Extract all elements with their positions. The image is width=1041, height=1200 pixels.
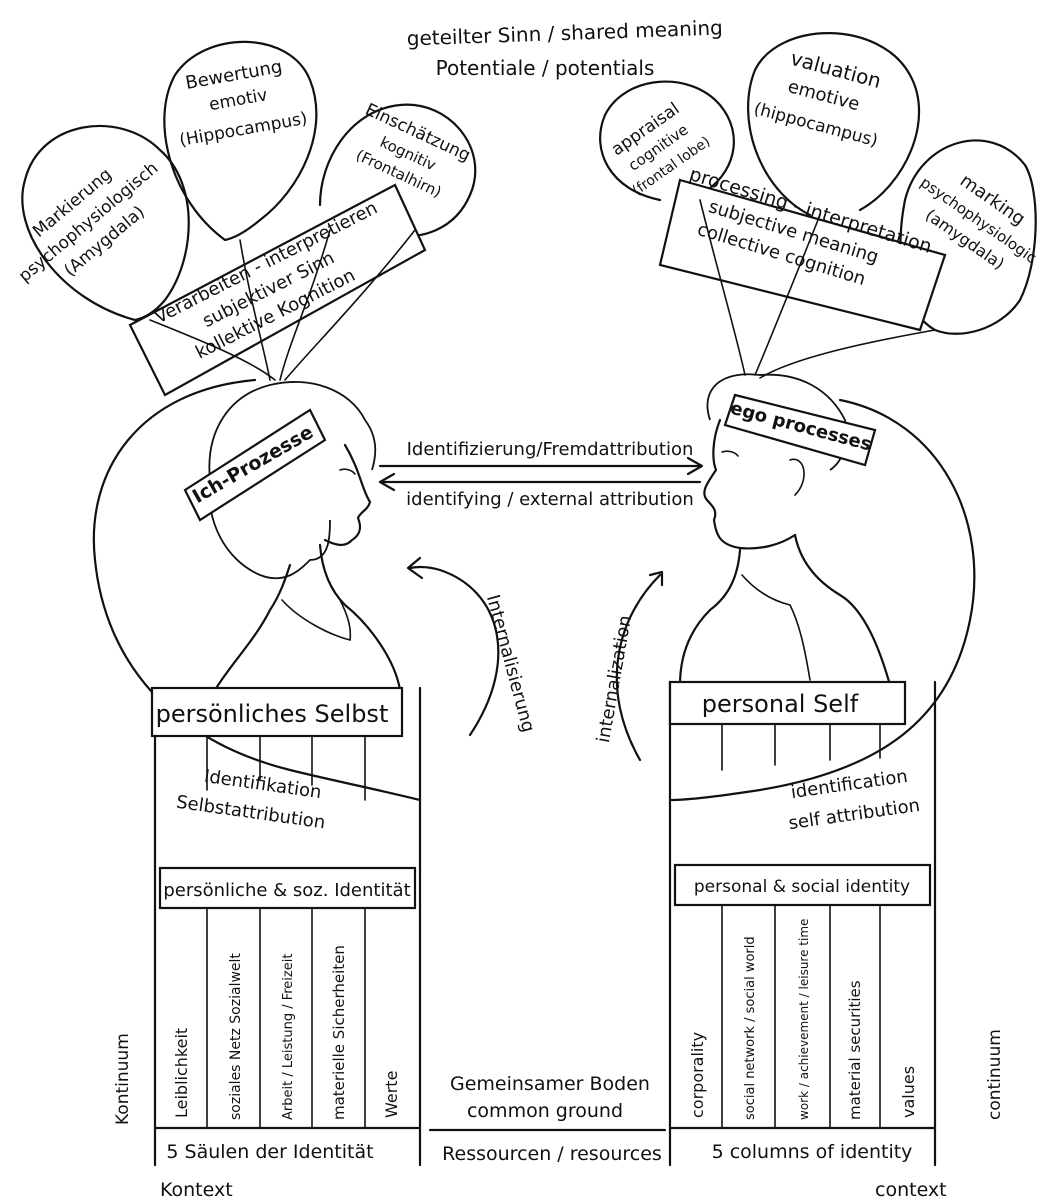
left-caption: 5 Säulen der Identität [166, 1141, 373, 1163]
left-context: Kontext [160, 1179, 233, 1200]
right-self-title: personal Self [702, 690, 859, 718]
resources-label: Ressourcen / resources [442, 1143, 662, 1165]
svg-text:(hippocampus): (hippocampus) [752, 99, 880, 151]
left-headband [183, 408, 327, 522]
right-pillar-3: work / achievement / leisure time [797, 919, 811, 1120]
left-face-profile [323, 443, 372, 546]
right-processing-banner [658, 178, 947, 332]
svg-text:emotiv: emotiv [208, 85, 269, 115]
left-pillar-4: materielle Sicherheiten [330, 945, 348, 1120]
right-loop [668, 398, 976, 802]
left-collar [281, 599, 352, 641]
right-pillar-4: material securities [846, 980, 864, 1120]
right-collar [741, 574, 811, 681]
balloon-bewertung-text: Bewertung emotiv (Hippocampus) [178, 56, 309, 151]
arrow-bottom-head [378, 472, 396, 492]
balloon-valuation-outline [747, 32, 920, 217]
left-pillar-5: Werte [382, 1071, 401, 1118]
left-loop [92, 378, 422, 802]
svg-text:Bewertung: Bewertung [184, 56, 284, 94]
right-neck-shirt [678, 533, 892, 687]
left-internalization-arrowhead [406, 556, 424, 580]
left-internalization-arrow [408, 565, 500, 737]
left-eye [339, 468, 356, 475]
balloon-appraisal-outline [599, 80, 735, 202]
left-pillar-1: Leiblichkeit [172, 1028, 191, 1118]
right-pillar-1: corporality [688, 1032, 707, 1118]
left-identity-title: persönliche & soz. Identität [163, 880, 410, 901]
right-internalization-arrow [615, 573, 662, 762]
right-caption: 5 columns of identity [712, 1141, 913, 1163]
arrow-top-label: Identifizierung/Fremdattribution [407, 439, 694, 460]
left-head-label: Ich-Prozesse [189, 421, 317, 508]
common-ground-de: Gemeinsamer Boden [450, 1073, 650, 1095]
balloon-einschaetzung-outline [318, 103, 477, 238]
balloon-markierung-outline [21, 124, 190, 322]
right-internalization-arrowhead [648, 570, 664, 587]
left-neck-shoulders [213, 543, 402, 692]
svg-text:(Hippocampus): (Hippocampus) [178, 109, 309, 151]
right-pillar-5: values [899, 1066, 918, 1118]
right-balloon-strings [699, 199, 936, 379]
left-self-title: persönliches Selbst [156, 700, 389, 728]
right-ear [789, 458, 805, 496]
shared-meaning-label: geteilter Sinn / shared meaning [406, 15, 723, 50]
right-context: context [875, 1179, 947, 1200]
potentials-label: Potentiale / potentials [436, 56, 655, 80]
right-eye [721, 450, 739, 457]
right-identity-title: personal & social identity [694, 877, 910, 897]
right-continuum: continuum [985, 1029, 1005, 1120]
arrow-bottom-label: identifying / external attribution [406, 489, 694, 510]
common-ground-en: common ground [467, 1100, 623, 1122]
left-pillar-3: Arbeit / Leistung / Freizeit [281, 954, 296, 1120]
left-internalization-label: Internalisierung [482, 593, 539, 735]
balloon-bewertung-outline [163, 40, 318, 242]
right-face-profile [703, 418, 797, 550]
right-headband [723, 393, 877, 467]
left-balloon-strings [149, 229, 416, 381]
balloon-valuation-text: valuation emotive (hippocampus) [752, 46, 884, 151]
left-continuum: Kontinuum [113, 1033, 133, 1125]
left-identity-table: persönliches Selbst Identifikation Selbs… [150, 686, 422, 1167]
left-hair [208, 381, 377, 580]
right-identity-table: personal Self identification self attrib… [668, 680, 937, 1167]
right-internalization-label: internalization [593, 614, 636, 745]
arrow-top-head [686, 456, 704, 476]
left-pillar-2: soziales Netz Sozialwelt [228, 953, 244, 1120]
balloon-einschaetzung-text: Einschätzung kognitiv (Frontalhirn) [353, 100, 473, 201]
right-identification: identification [789, 766, 908, 803]
right-pillar-2: social network / social world [743, 936, 758, 1120]
